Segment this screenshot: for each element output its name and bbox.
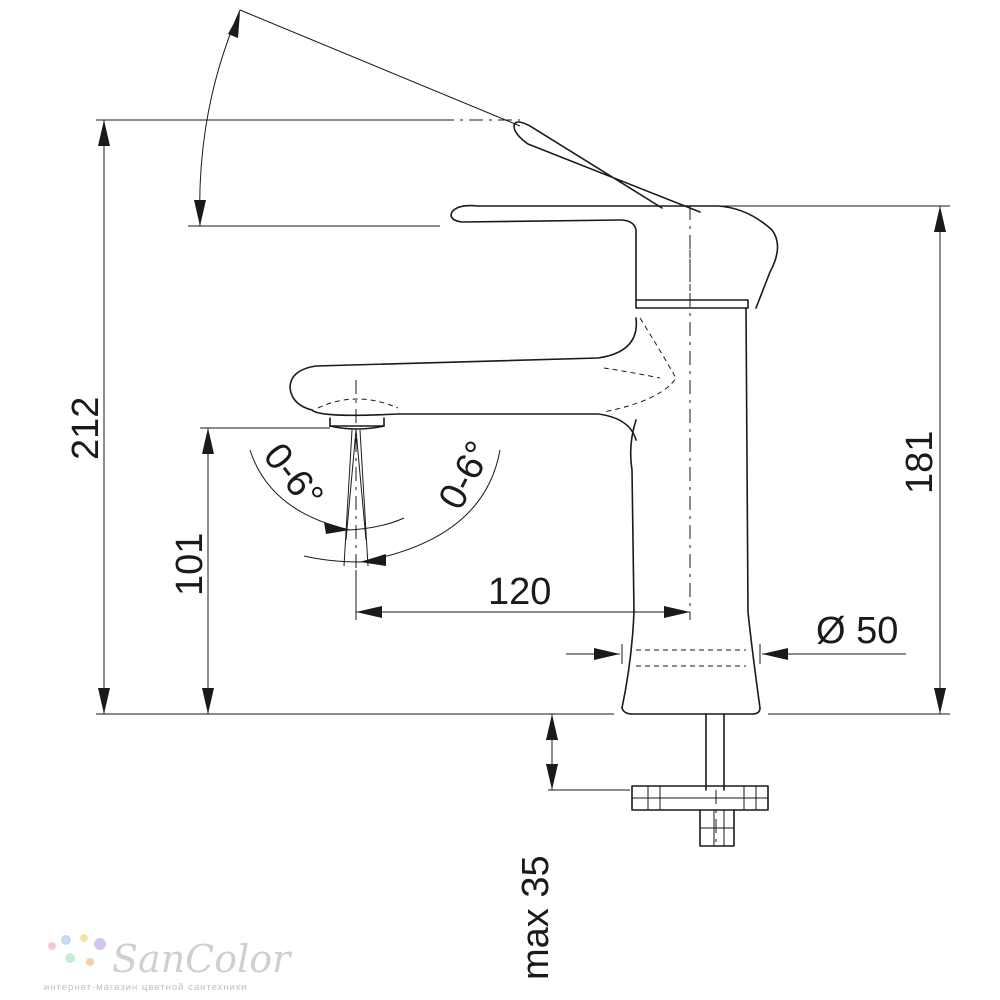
color-dot (61, 935, 71, 945)
dim-50-label: Ø 50 (816, 610, 898, 652)
watermark-brand: SanColor (112, 937, 293, 981)
dimension-120 (356, 606, 690, 618)
color-dot (86, 958, 94, 966)
dim-181-label: 181 (899, 431, 941, 494)
sancolor-watermark: SanColor интернет-магазин цветной сантех… (44, 934, 293, 993)
color-dot (65, 953, 75, 963)
center-lines (355, 206, 717, 846)
dimension-50 (566, 644, 906, 664)
dim-212-label: 212 (65, 397, 107, 460)
spray-angle-left-label: 0-6° (255, 436, 331, 517)
dim-max35-label: max 35 (515, 855, 557, 980)
color-dot (48, 942, 56, 950)
color-dot (94, 938, 106, 950)
lever-angle-arc (194, 9, 241, 227)
dim-101-label: 101 (169, 533, 211, 596)
dimension-max-35 (546, 714, 558, 790)
dim-120-label: 120 (488, 571, 551, 613)
color-dots-logo (48, 934, 106, 966)
spray-angle-right-label: 0-6° (431, 435, 501, 517)
spray-angle-arcs (249, 429, 501, 567)
watermark-tagline: интернет-магазин цветной сантехники (44, 982, 247, 993)
extension-lines (96, 9, 950, 791)
dimension-101 (202, 428, 214, 714)
color-dot (80, 934, 88, 942)
dimension-212 (98, 120, 110, 714)
dimension-181 (934, 206, 946, 714)
faucet-outline (289, 121, 779, 847)
